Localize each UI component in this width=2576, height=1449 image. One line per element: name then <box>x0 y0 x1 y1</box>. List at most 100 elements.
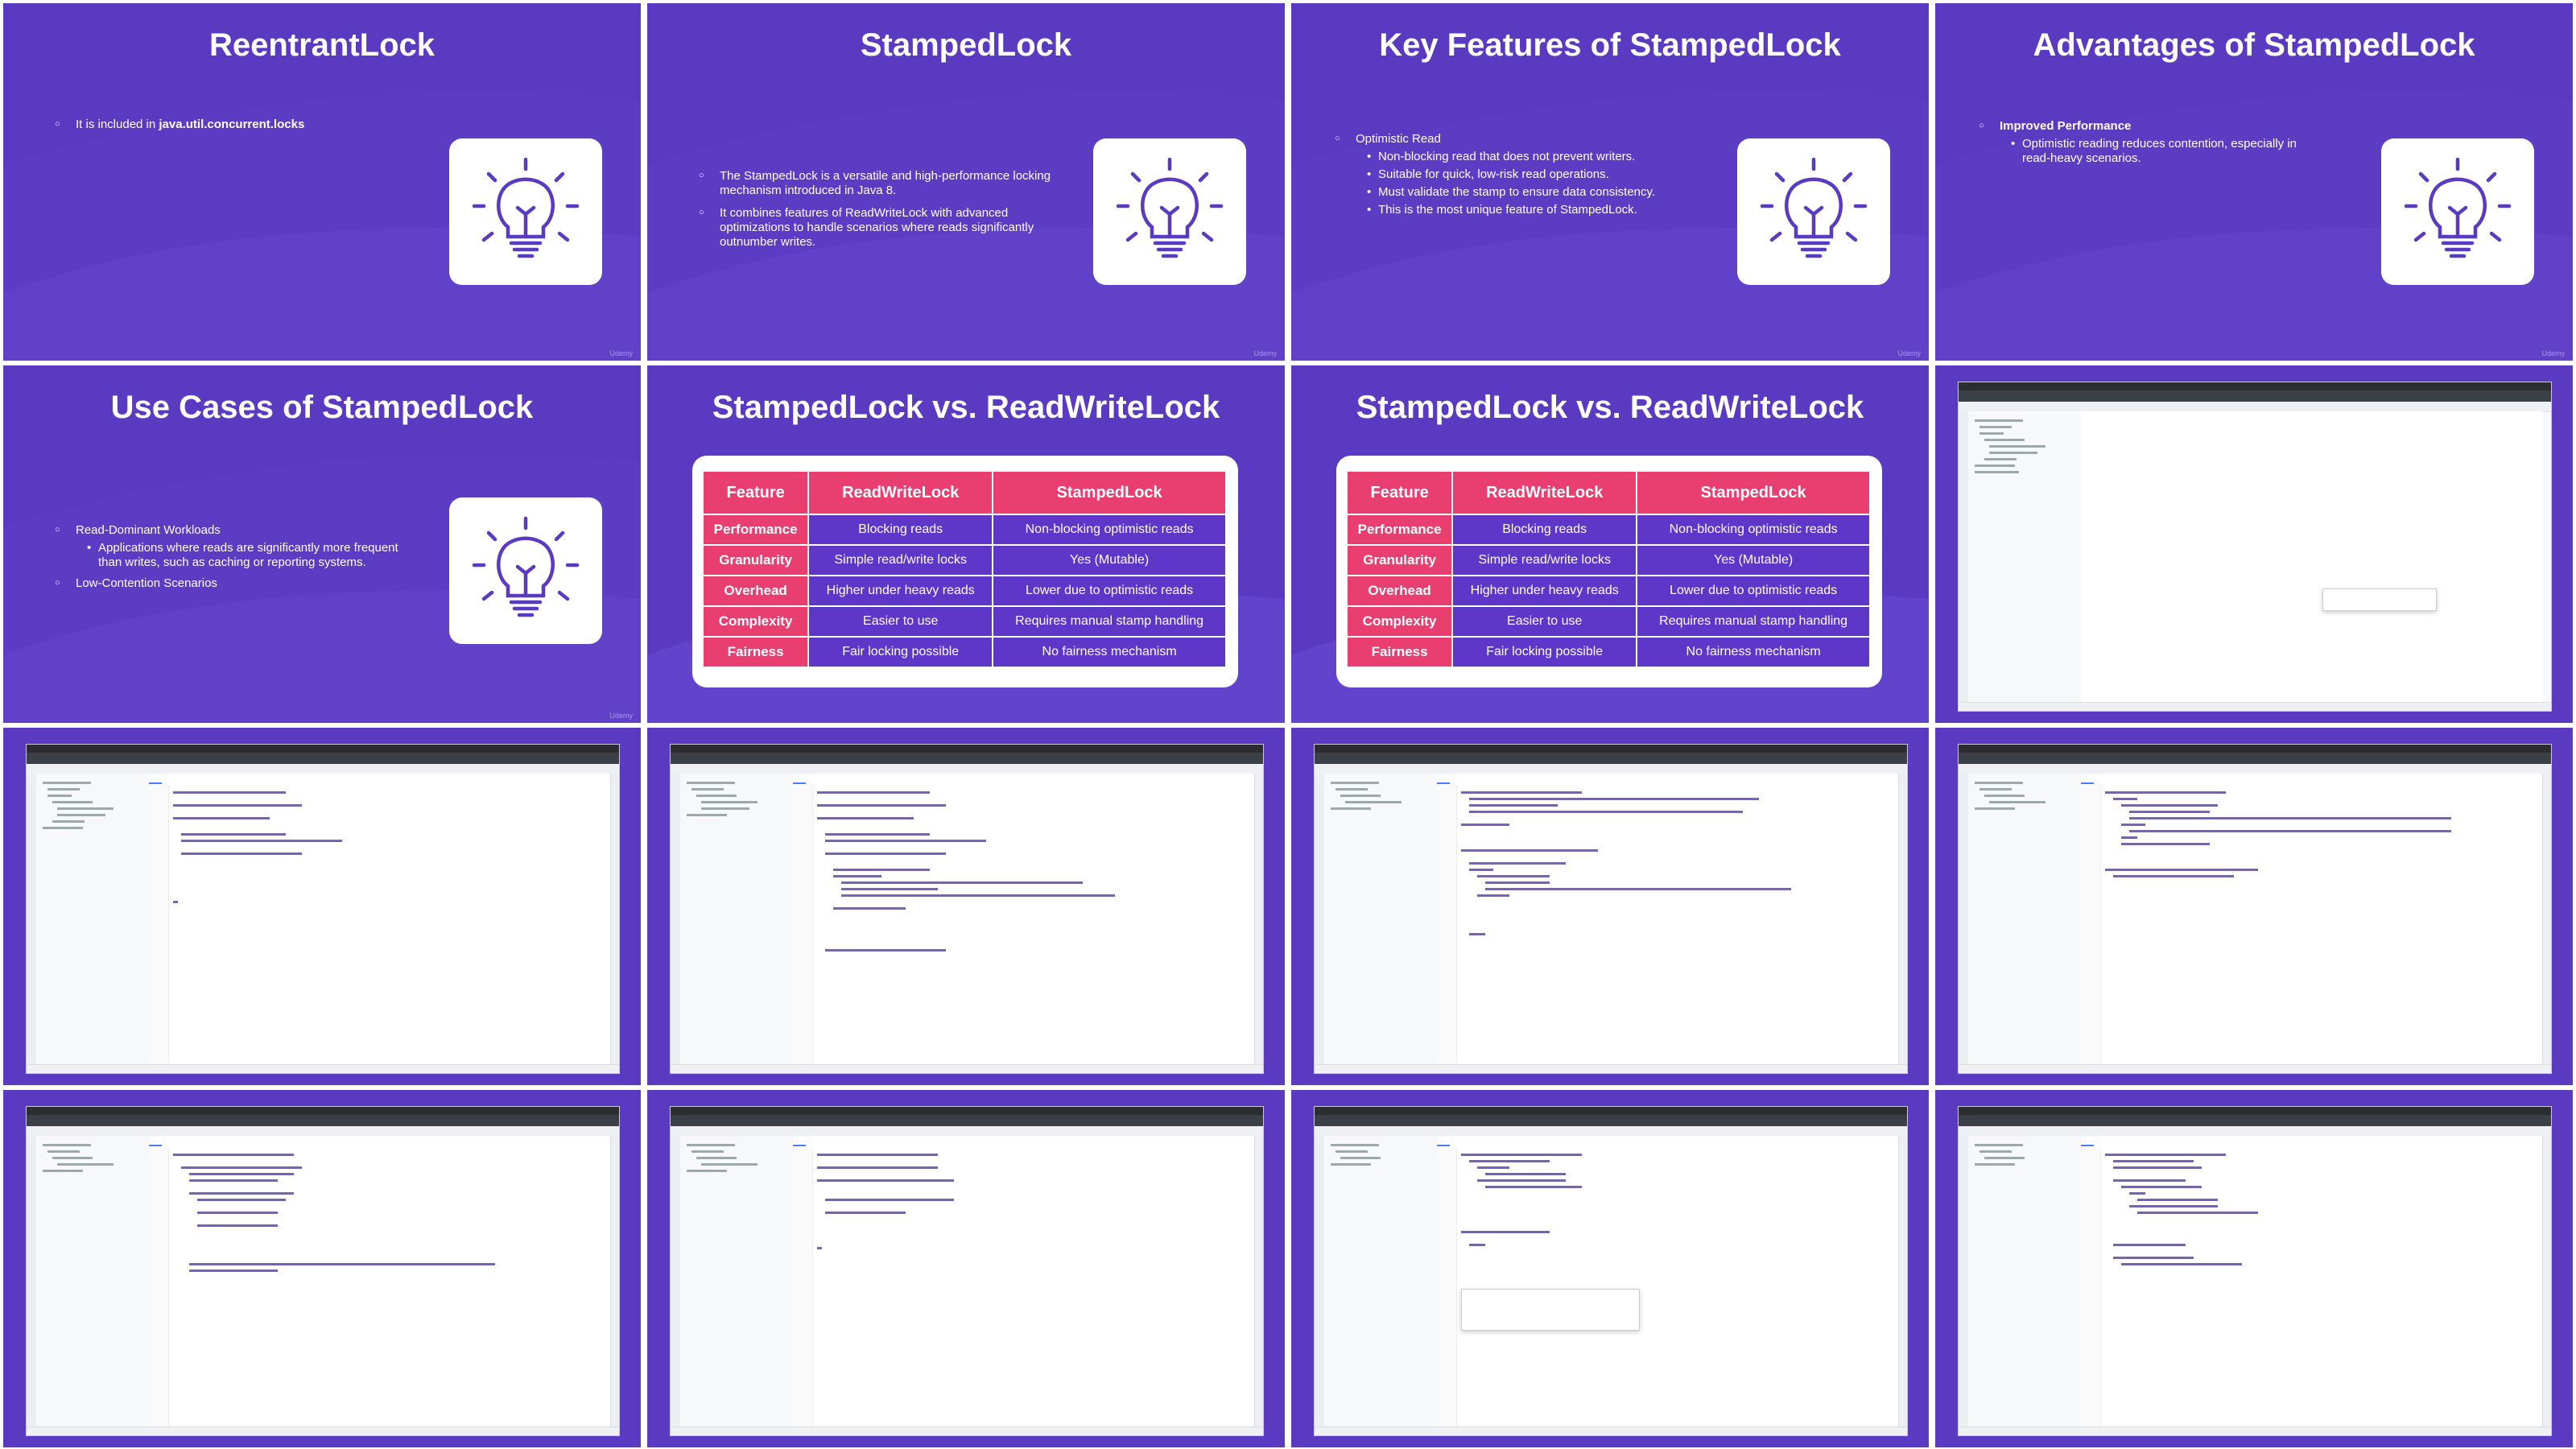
status-bar <box>1959 1064 2551 1073</box>
ide-window <box>1958 1106 2552 1436</box>
bullet-text: It is included in <box>76 118 159 131</box>
udemy-watermark: Udemy <box>609 712 633 720</box>
table-header: StampedLock <box>1637 472 1869 514</box>
line-gutter <box>2081 1147 2101 1427</box>
ide-toolbar <box>27 753 619 764</box>
editor-tab[interactable] <box>2081 779 2094 784</box>
code-lines <box>173 791 342 903</box>
table-header: ReadWriteLock <box>1453 472 1637 514</box>
project-tree <box>1331 1144 1381 1166</box>
ide-thumbnail <box>1935 728 2573 1085</box>
line-gutter <box>793 785 813 1065</box>
lightbulb-icon <box>449 138 602 285</box>
lightbulb-icon <box>449 497 602 644</box>
right-tool-strip <box>1254 1136 1263 1427</box>
table-cell: Performance <box>704 515 808 544</box>
ide-toolbar <box>27 1115 619 1126</box>
editor-tab[interactable] <box>149 779 162 784</box>
ide-window <box>1958 382 2552 712</box>
editor-tab[interactable] <box>1437 1141 1450 1146</box>
bullet: The StampedLock is a versatile and high-… <box>687 169 1058 198</box>
ide-window <box>1314 1106 1908 1436</box>
table-cell: Granularity <box>704 546 808 575</box>
table-cell: Non-blocking optimistic reads <box>1637 515 1869 544</box>
code-lines <box>817 1154 954 1249</box>
editor-tab[interactable] <box>2081 1141 2094 1146</box>
right-tool-strip <box>610 774 619 1065</box>
ide-thumbnail <box>1935 365 2573 723</box>
bullet-heading: Low-Contention Scenarios <box>43 576 422 591</box>
ide-thumbnail <box>647 1090 1285 1447</box>
slide-title: Key Features of StampedLock <box>1379 27 1841 63</box>
slide-title: StampedLock <box>860 27 1072 63</box>
project-tree <box>1975 1144 2025 1166</box>
ide-thumbnail <box>647 728 1285 1085</box>
table-header: Feature <box>704 472 808 514</box>
editor-tab[interactable] <box>793 779 806 784</box>
menu-bar <box>1959 745 2551 753</box>
table-cell: Requires manual stamp handling <box>1637 607 1869 636</box>
project-panel <box>1324 1136 1438 1427</box>
table-cell: No fairness mechanism <box>1637 638 1869 667</box>
slide-title: StampedLock vs. ReadWriteLock <box>1356 390 1864 425</box>
status-bar <box>1959 702 2551 711</box>
slide-title: StampedLock vs. ReadWriteLock <box>712 390 1220 425</box>
bullet-heading: Optimistic Read <box>1323 132 1694 147</box>
ide-toolbar <box>1959 390 2551 402</box>
table-cell: Easier to use <box>1453 607 1637 636</box>
lightbulb-icon <box>1093 138 1246 285</box>
slide-title: Advantages of StampedLock <box>2033 27 2475 63</box>
ide-toolbar <box>671 753 1263 764</box>
table-header: ReadWriteLock <box>809 472 993 514</box>
bullet-heading: Read-Dominant Workloads <box>43 523 422 538</box>
slide-bullets: The StampedLock is a versatile and high-… <box>687 169 1058 258</box>
code-lines <box>817 791 1115 952</box>
status-bar <box>27 1064 619 1073</box>
table-header: Feature <box>1348 472 1452 514</box>
sub-bullet: This is the most unique feature of Stamp… <box>1323 203 1694 217</box>
ide-toolbar <box>1959 1115 2551 1126</box>
right-tool-strip <box>610 1136 619 1427</box>
table-cell: Overhead <box>1348 576 1452 605</box>
editor-tab[interactable] <box>149 1141 162 1146</box>
editor-tab[interactable] <box>1437 779 1450 784</box>
line-gutter <box>2081 785 2101 1065</box>
lightbulb-icon <box>2381 138 2534 285</box>
slide-bullets: Improved Performance Optimistic reading … <box>1967 119 2314 169</box>
line-gutter <box>149 785 169 1065</box>
editor-tab[interactable] <box>793 1141 806 1146</box>
ide-window <box>26 744 620 1074</box>
status-bar <box>27 1426 619 1435</box>
bullet: It combines features of ReadWriteLock wi… <box>687 206 1058 250</box>
udemy-watermark: Udemy <box>609 349 633 357</box>
ide-thumbnail <box>3 1090 641 1447</box>
code-lines <box>173 1154 495 1272</box>
table-cell: Overhead <box>704 576 808 605</box>
project-tree <box>43 1144 114 1172</box>
lightbulb-icon <box>1737 138 1890 285</box>
ide-toolbar <box>1315 1115 1907 1126</box>
status-bar <box>1959 1426 2551 1435</box>
editor-area <box>149 1136 611 1427</box>
table-cell: Yes (Mutable) <box>1637 546 1869 575</box>
slide-title: Use Cases of StampedLock <box>110 390 534 425</box>
autocomplete-popup[interactable] <box>1461 1289 1640 1331</box>
editor-area <box>793 774 1255 1065</box>
table-cell: Performance <box>1348 515 1452 544</box>
slide-reentrantlock: ReentrantLock It is included in java.uti… <box>3 3 641 361</box>
ide-thumbnail <box>1935 1090 2573 1447</box>
bullet-bold-text: java.util.concurrent.locks <box>159 118 305 131</box>
ide-thumbnail <box>1291 728 1929 1085</box>
menu-bar <box>1959 1107 2551 1115</box>
project-tree <box>43 782 114 829</box>
editor-area <box>1437 1136 1899 1427</box>
menu-bar <box>671 745 1263 753</box>
ide-thumbnail <box>1291 1090 1929 1447</box>
